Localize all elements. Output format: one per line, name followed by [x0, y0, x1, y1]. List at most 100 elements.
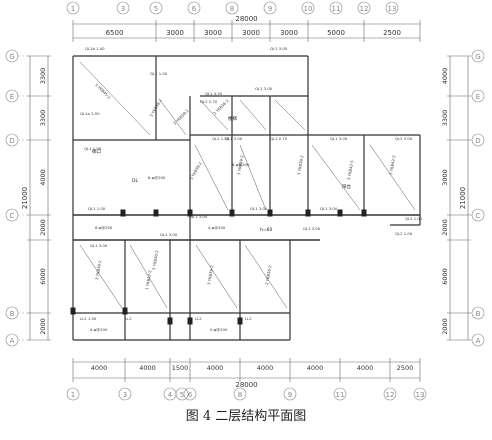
column-post — [361, 209, 367, 217]
top-total-label: 28000 — [235, 15, 257, 23]
rebar-note: 4-φ@200 — [90, 327, 108, 332]
column-post — [305, 209, 311, 217]
column-post — [187, 209, 193, 217]
slab-diagonal — [239, 99, 267, 131]
axis-label-top: 13 — [388, 5, 397, 13]
slab-diagonal — [79, 244, 123, 309]
axis-bubble-bottom — [233, 387, 247, 401]
beam-label: QL1 3.00 — [160, 232, 178, 237]
slab-label: 5 YKB42-5 — [346, 159, 354, 180]
top-dim-label: 3000 — [204, 29, 222, 37]
slab-label: 5 YKB39-2 — [296, 154, 304, 175]
bottom-dim-label: 4000 — [139, 364, 156, 372]
column-post — [153, 209, 159, 217]
slab-label: 1 YKB42-2 — [144, 269, 152, 290]
bottom-dim-label: 4000 — [357, 364, 374, 372]
column-post — [122, 307, 128, 315]
axis-label-top: 6 — [192, 5, 197, 13]
column-post — [187, 317, 193, 325]
room-label: DL — [132, 178, 138, 184]
beam-label: LL2 — [195, 316, 202, 321]
bottom-dim-label: 4000 — [207, 364, 224, 372]
slab-diagonal — [311, 144, 361, 211]
axis-label-top: 1 — [71, 5, 75, 13]
axis-label-top: 8 — [230, 5, 234, 13]
beam-label: QL1 1.00 — [84, 146, 102, 151]
axis-label-left: A — [10, 337, 15, 345]
beam-label: QL1 4.50 — [205, 91, 223, 96]
beam-label: QL1 3.00 — [225, 136, 243, 141]
bottom-dim-label: 2500 — [397, 364, 414, 372]
slab-diagonal — [195, 244, 238, 309]
axis-label-top: 10 — [304, 5, 313, 13]
axis-bubble-top — [301, 1, 315, 15]
axis-label-left: G — [9, 53, 14, 61]
rebar-note: 6-φ@200 — [148, 175, 166, 180]
side-dim-label: 3300 — [441, 110, 449, 127]
axis-label-bottom: 13 — [416, 391, 425, 399]
room-label: h=60 — [260, 227, 272, 233]
beam-label: LL2 — [245, 316, 252, 321]
side-total-label: 21000 — [21, 187, 29, 209]
beam-label: QL1 3.00 — [270, 46, 288, 51]
axis-label-top: 12 — [360, 5, 369, 13]
slab-label: 5 YKB39-2 — [189, 160, 203, 180]
axis-label-top: 9 — [268, 5, 272, 13]
column-post — [167, 317, 173, 325]
rebar-note: 5-φ@200 — [210, 327, 228, 332]
column-post — [237, 317, 243, 325]
beam-label: QL1 3.00 — [303, 226, 321, 231]
slab-diagonal — [79, 61, 151, 136]
axis-label-bottom: 11 — [336, 391, 345, 399]
beam-label: QL1 1.00 — [88, 206, 106, 211]
beam-label: QL1 3.00 — [250, 206, 268, 211]
top-dim-label: 2500 — [383, 29, 401, 37]
axis-label-bottom: 8 — [238, 391, 242, 399]
beam-label: LL2 — [125, 316, 132, 321]
side-dim-label: 6000 — [441, 268, 449, 285]
beam-label: QL1 1.50 — [212, 136, 230, 141]
slab-diagonal — [274, 99, 306, 131]
axis-bubble-bottom — [283, 387, 297, 401]
axis-label-right: D — [475, 137, 480, 145]
room-label: 楼梯 — [228, 115, 237, 122]
slab-diagonal — [194, 144, 229, 211]
column-post — [267, 209, 273, 217]
slab-label: 5 YKB30-2 — [151, 249, 159, 270]
rebar-note: 6-φ@200 — [95, 225, 113, 230]
top-dim-label: 6500 — [106, 29, 124, 37]
axis-bubble-top — [263, 1, 277, 15]
axis-bubble-top — [329, 1, 343, 15]
axis-label-right: A — [476, 337, 481, 345]
beam-label: QL1 3.00 — [90, 243, 108, 248]
axis-label-right: G — [475, 53, 480, 61]
top-dim-label: 3000 — [242, 29, 260, 37]
axis-bubble-top — [225, 1, 239, 15]
axis-bubble-bottom — [183, 387, 197, 401]
bottom-dim-label: 1500 — [172, 364, 189, 372]
axis-bubble-top — [357, 1, 371, 15]
slab-label: 2 YKB36-2 — [264, 264, 272, 285]
beam-label: QL2 1.00 — [395, 231, 413, 236]
top-dim-label: 3000 — [280, 29, 298, 37]
side-dim-label: 4000 — [441, 68, 449, 85]
beam-label: QL1 2.70 — [270, 136, 288, 141]
beam-label: QL1 3.00 — [330, 136, 348, 141]
beam-label: QL1a 1.00 — [80, 111, 100, 116]
axis-bubble-top — [66, 1, 80, 15]
beam-label: QL1 1.00 — [150, 71, 168, 76]
bottom-dim-label: 4000 — [307, 364, 324, 372]
slab-regions — [79, 61, 416, 309]
slab-diagonal — [159, 99, 187, 136]
column-post — [229, 209, 235, 217]
axis-label-right: B — [476, 310, 481, 318]
top-dim-label: 5000 — [327, 29, 345, 37]
axis-bubble-top — [385, 1, 399, 15]
side-total-label: 21000 — [459, 187, 467, 209]
axis-bubble-bottom — [118, 387, 132, 401]
slab-label: 5 YKB42-2 — [388, 154, 396, 175]
axis-label-top: 3 — [121, 5, 125, 13]
